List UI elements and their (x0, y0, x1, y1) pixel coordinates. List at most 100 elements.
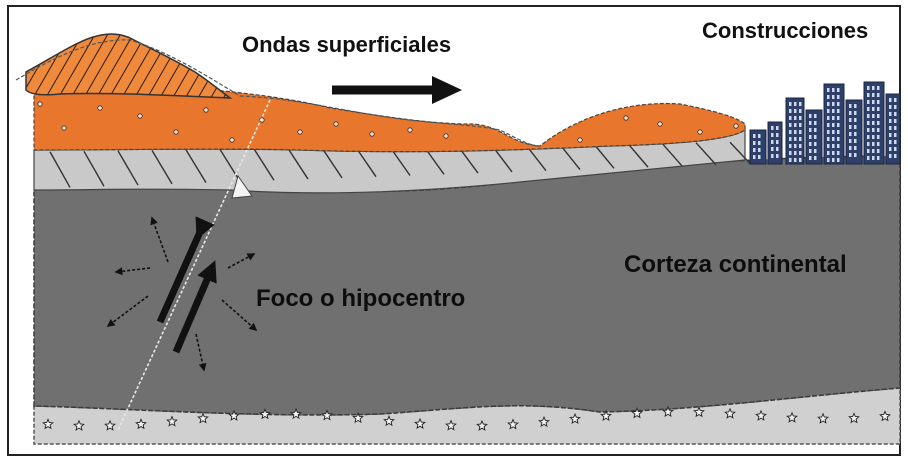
window (799, 123, 802, 127)
window (758, 155, 761, 159)
pebble (137, 113, 143, 119)
window (867, 93, 870, 97)
city-skyline-icon (749, 81, 901, 165)
window (789, 144, 792, 148)
window (877, 149, 880, 153)
star-icon (414, 417, 426, 429)
crust-label: Corteza continental (624, 251, 847, 278)
pebble (577, 137, 583, 143)
window (894, 98, 897, 102)
pebble (697, 129, 703, 135)
window (872, 100, 875, 104)
window (832, 116, 835, 120)
stripe (49, 151, 71, 188)
window (776, 133, 779, 137)
window (837, 137, 840, 141)
window (799, 144, 802, 148)
pebble (623, 115, 629, 121)
star-icon (600, 409, 612, 422)
window (789, 116, 792, 120)
window (837, 102, 840, 106)
window (889, 119, 892, 123)
window (849, 111, 852, 115)
window (799, 109, 802, 113)
window (799, 137, 802, 141)
window (794, 144, 797, 148)
star-icon (879, 410, 891, 422)
window (867, 135, 870, 139)
window (799, 102, 802, 106)
focus-label: Foco o hipocentro (256, 285, 465, 312)
window (837, 95, 840, 99)
window (889, 126, 892, 130)
window (889, 98, 892, 102)
stripe (253, 148, 275, 181)
window (867, 107, 870, 111)
window (814, 142, 817, 146)
ground-surface-line (15, 39, 541, 147)
window (799, 116, 802, 120)
window (832, 88, 835, 92)
window (758, 141, 761, 145)
star-icon (569, 412, 581, 425)
window (789, 158, 792, 162)
window (889, 133, 892, 137)
window (889, 147, 892, 151)
star-icon (445, 419, 457, 431)
window (872, 93, 875, 97)
stripe (661, 142, 683, 167)
stripe (117, 150, 139, 186)
window (867, 149, 870, 153)
window (789, 109, 792, 113)
window (827, 109, 830, 113)
star-icon (73, 419, 85, 431)
window (827, 130, 830, 134)
window (827, 158, 830, 162)
window (753, 141, 756, 145)
window (889, 105, 892, 109)
star-icon (507, 418, 519, 430)
pebble (443, 133, 449, 139)
star-icon (538, 415, 550, 428)
window (872, 86, 875, 90)
star-icon (42, 418, 54, 430)
stripe (729, 141, 751, 165)
wave-ray-arrow-icon (106, 216, 258, 372)
stripe (287, 148, 309, 180)
window (827, 137, 830, 141)
window (894, 133, 897, 137)
buildings-label: Construcciones (702, 18, 868, 43)
pebble (229, 137, 235, 143)
stripe (83, 150, 105, 187)
stripe (593, 143, 615, 169)
window (872, 135, 875, 139)
window (794, 102, 797, 106)
fault-line (117, 99, 271, 431)
window (894, 105, 897, 109)
stripe (389, 146, 411, 176)
window (789, 137, 792, 141)
window (809, 149, 812, 153)
window (867, 156, 870, 160)
window (832, 130, 835, 134)
star-icon (104, 419, 116, 431)
window (789, 123, 792, 127)
window (794, 151, 797, 155)
window (849, 118, 852, 122)
pebble (333, 121, 339, 127)
window (854, 132, 857, 136)
pebble (61, 125, 67, 131)
window (771, 154, 774, 158)
window (849, 104, 852, 108)
pebble (203, 107, 209, 113)
star-icon (352, 411, 364, 424)
window (776, 126, 779, 130)
stripe (151, 149, 173, 185)
window (894, 126, 897, 130)
window (854, 118, 857, 122)
window (794, 116, 797, 120)
window (889, 112, 892, 116)
window (837, 88, 840, 92)
window (837, 116, 840, 120)
window (877, 156, 880, 160)
